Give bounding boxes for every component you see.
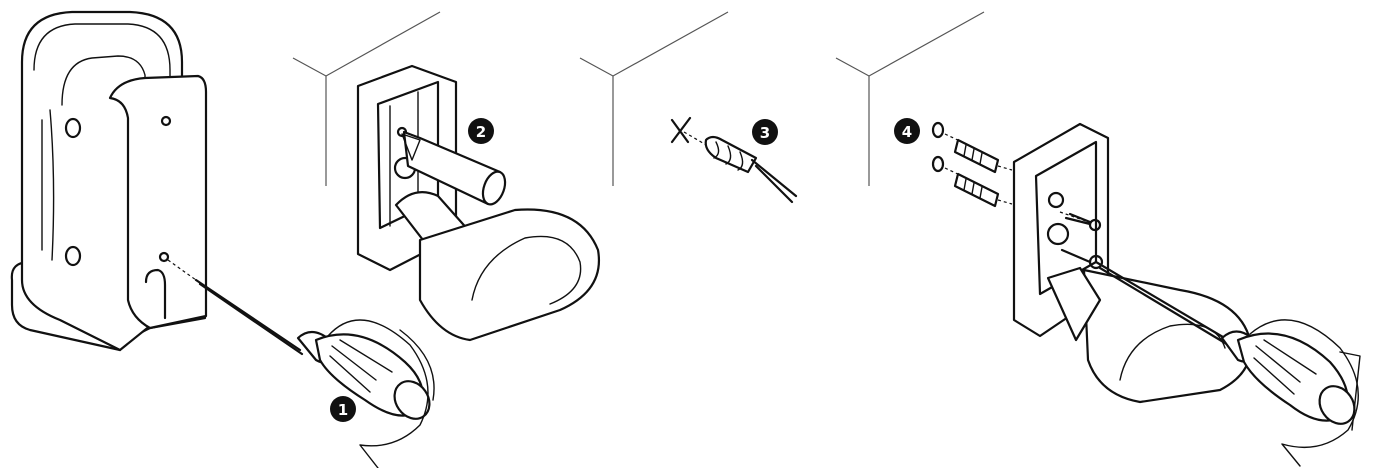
step-3-panel: 3 xyxy=(580,12,796,202)
step-2-number: 2 xyxy=(476,123,486,141)
screwdriver-icon xyxy=(196,280,437,468)
wall-plug-icon xyxy=(933,123,1012,206)
step-1-number: 1 xyxy=(338,401,348,419)
step-3-badge: 3 xyxy=(752,119,778,145)
step-4-panel: 4 xyxy=(836,12,1362,466)
wall-bracket-4 xyxy=(1014,124,1251,402)
wall-corner-3 xyxy=(580,12,728,186)
wall-corner-4 xyxy=(836,12,984,186)
step-1-badge: 1 xyxy=(330,396,356,422)
device-unit xyxy=(12,12,206,350)
step-3-number: 3 xyxy=(760,124,770,142)
wall-bracket xyxy=(358,66,599,340)
step-2-panel: 2 xyxy=(293,12,599,340)
step-2-badge: 2 xyxy=(468,118,494,144)
step-4-badge: 4 xyxy=(894,118,920,144)
step-4-number: 4 xyxy=(902,123,912,141)
